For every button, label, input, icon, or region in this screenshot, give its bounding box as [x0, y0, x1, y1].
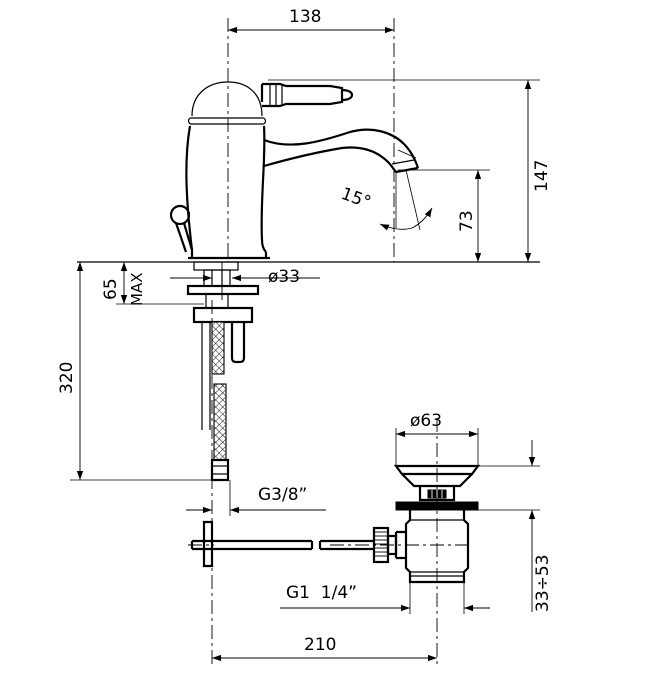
dim-g114-label: G1 1/4”	[286, 583, 357, 603]
dim-65-max: 65 MAX	[101, 262, 204, 306]
dim-147: 147	[268, 79, 552, 262]
dim-33-deck-hole: ø33	[170, 267, 320, 287]
dim-g38-label: G3/8”	[258, 485, 307, 505]
dim-320: 320	[57, 262, 212, 481]
dim-147-label: 147	[532, 160, 552, 192]
dim-15-label: 15°	[338, 184, 373, 213]
dim-33-53: 33÷53	[478, 440, 553, 612]
dim-210-label: 210	[304, 635, 336, 655]
dim-73-label: 73	[457, 210, 477, 232]
dim-65-label: 65	[101, 278, 121, 300]
dim-63-waste: ø63	[395, 411, 479, 466]
faucet-body	[77, 81, 540, 263]
dim-320-label: 320	[57, 362, 77, 394]
dim-33-label: ø33	[268, 267, 300, 287]
dim-138-label: 138	[289, 7, 321, 27]
waste-assembly	[372, 464, 481, 584]
popup-rod	[190, 520, 374, 568]
mounting-assembly	[186, 261, 260, 482]
dim-33-53-label: 33÷53	[533, 554, 553, 612]
dim-63-label: ø63	[410, 411, 442, 431]
dim-g114: G1 1/4”	[280, 582, 490, 614]
dim-210: 210	[212, 635, 437, 662]
dim-g38: G3/8”	[186, 480, 326, 516]
center-lines	[188, 18, 470, 668]
dim-max-label: MAX	[128, 273, 146, 306]
dim-138: 138	[228, 7, 394, 34]
dim-73: 73	[398, 169, 490, 262]
dim-15-deg: 15°	[338, 169, 433, 231]
